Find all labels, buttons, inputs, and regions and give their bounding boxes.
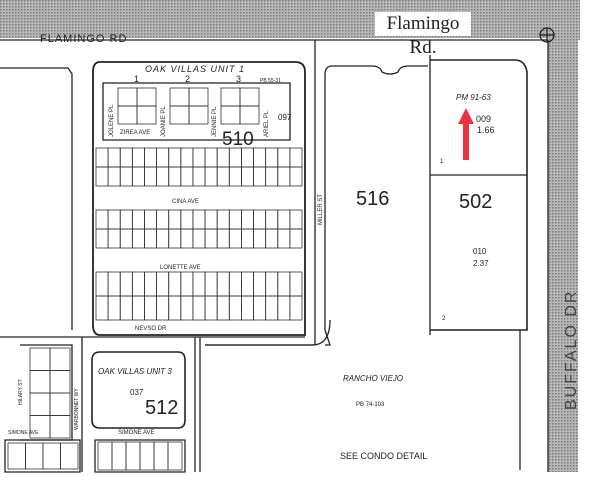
- parcel-510-title: OAK VILLAS UNIT 1: [145, 64, 245, 74]
- lot-cell: [167, 441, 183, 471]
- parcel-502-number: 502: [459, 191, 492, 213]
- warbonnet-wy-label: WARBONNET WY: [74, 388, 80, 430]
- lot-010: 010: [473, 247, 487, 256]
- lot-cell: [239, 105, 260, 125]
- building-1-label: 1: [134, 74, 139, 84]
- lot-cell: [136, 105, 157, 125]
- rancho-viejo-title: RANCHO VIEJO: [343, 374, 403, 383]
- flamingo-road-band: [0, 0, 580, 40]
- parcel-510-lot: 097: [278, 113, 292, 122]
- building-2-label: 2: [185, 74, 190, 84]
- simone-ave-left-label: SIMONE AVE: [8, 430, 39, 436]
- buffalo-dr-label: BUFFALO DR: [563, 290, 580, 410]
- lot-cell: [60, 442, 79, 470]
- lot-grid: [7, 87, 303, 471]
- simone-ave-label: SIMONE AVE: [118, 430, 155, 436]
- lot-cell: [289, 295, 303, 321]
- hilary-st-label: HILARY ST: [18, 379, 24, 405]
- rancho-viejo-plat: PB 74-103: [356, 402, 385, 408]
- parcel-516-number: 516: [356, 188, 389, 210]
- miller-st-label: MILLER ST: [318, 194, 324, 225]
- parcel-516-boundary: [332, 65, 428, 75]
- parcel-510-boundary: [92, 61, 306, 336]
- lot-009: 009: [476, 114, 491, 124]
- buffalo-road-band: [548, 40, 578, 472]
- corner-1: 1: [440, 159, 444, 165]
- nevso-dr-label: NEVSO DR: [135, 326, 167, 332]
- acres-010: 2.37: [473, 259, 489, 268]
- parcel-502-plat: PM 91-63: [456, 93, 491, 102]
- see-condo-detail: SEE CONDO DETAIL: [340, 451, 427, 461]
- parcel-512-boundary: [91, 351, 186, 429]
- parcel-510-number: 510: [222, 129, 254, 150]
- lot-cell: [49, 415, 71, 439]
- building-3-label: 3: [236, 74, 241, 84]
- lot-cell: [289, 166, 303, 187]
- zirea-ave-label: ZIREA AVE: [120, 130, 150, 136]
- parcel-510-plat: PB 55-31: [260, 78, 281, 84]
- subject-arrow-icon: [458, 108, 474, 160]
- ariel-pl-label: ARIEL PL: [264, 110, 270, 137]
- parcel-502-boundary: [430, 59, 528, 331]
- joanie-pl-label: JOANIE PL: [161, 106, 167, 137]
- corner-2: 2: [442, 316, 446, 322]
- parcel-512-number: 512: [145, 397, 178, 419]
- lot-cell: [289, 228, 303, 249]
- parcel-512-lot: 037: [130, 388, 144, 397]
- jennie-pl-label: JENNIE PL: [212, 106, 218, 137]
- jolene-pl-label: JOLENE PL: [109, 104, 115, 137]
- flamingo-road-map-label: FLAMINGO RD: [40, 33, 127, 45]
- parcel-512-title: OAK VILLAS UNIT 3: [98, 367, 172, 376]
- lonette-ave-label: LONETTE AVE: [160, 265, 201, 271]
- lot-cell: [188, 105, 209, 125]
- cina-ave-label: CINA AVE: [172, 199, 199, 205]
- acres-009: 1.66: [477, 125, 495, 135]
- flamingo-road-label: Flamingo Rd.: [375, 12, 471, 58]
